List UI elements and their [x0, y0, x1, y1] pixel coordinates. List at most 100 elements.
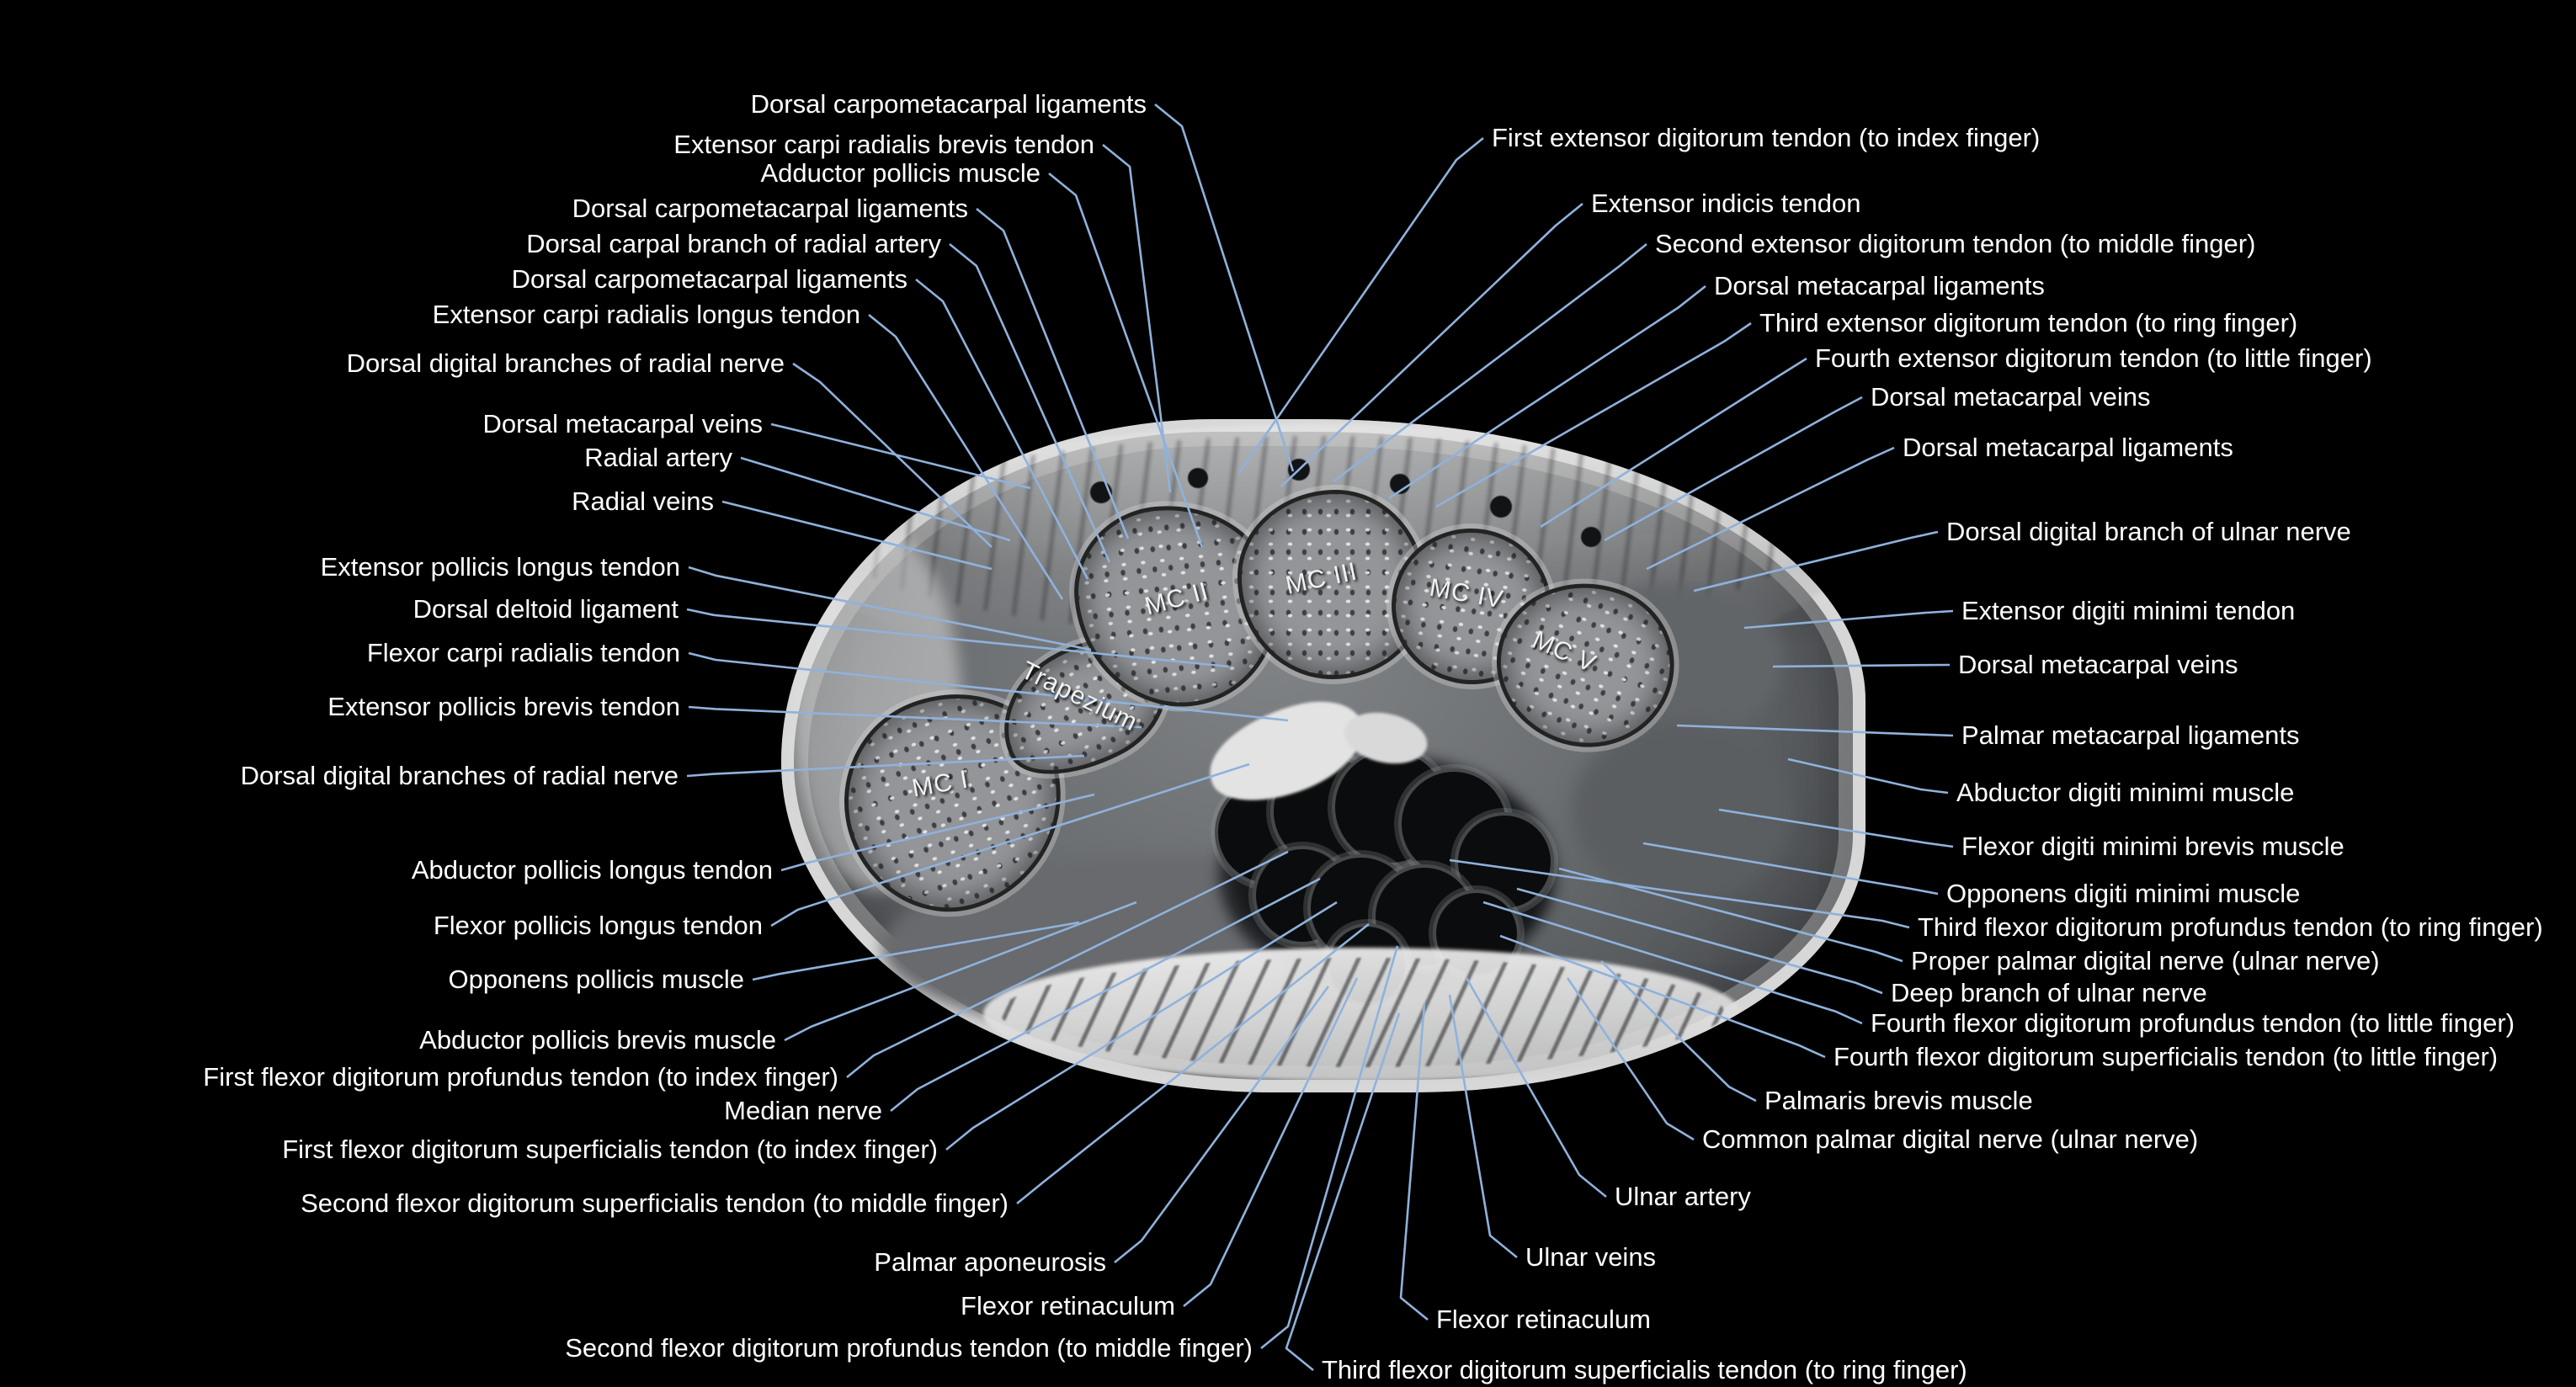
- anatomy-label-deep-branch-of-ulnar-nerve-right17: Deep branch of ulnar nerve: [1891, 978, 2207, 1007]
- leader-line-dorsal-carpometacarpal-ligaments-left0: [1154, 103, 1295, 472]
- leader-line-flexor-retinaculum-right24: [1399, 1002, 1429, 1321]
- leader-line-dorsal-metacarpal-veins-left8: [770, 422, 1031, 490]
- anatomy-label-common-palmar-digital-nerve-ulnar-nerve-right21: Common palmar digital nerve (ulnar nerve…: [1702, 1124, 2199, 1154]
- leader-line-extensor-indicis-tendon-right1: [1280, 202, 1583, 487]
- leader-line-dorsal-digital-branches-of-radial-nerve-left7: [792, 362, 993, 548]
- leader-line-second-extensor-digitorum-tendon-to-middle-finger-right2: [1333, 242, 1647, 483]
- anatomy-label-dorsal-carpometacarpal-ligaments-left5: Dorsal carpometacarpal ligaments: [511, 264, 907, 294]
- anatomy-label-flexor-carpi-radialis-tendon-left13: Flexor carpi radialis tendon: [366, 638, 680, 667]
- leader-line-ulnar-veins-right23: [1448, 994, 1518, 1259]
- anatomy-label-first-extensor-digitorum-tendon-to-index-finger-right0: First extensor digitorum tendon (to inde…: [1492, 123, 2041, 152]
- anatomy-label-extensor-indicis-tendon-right1: Extensor indicis tendon: [1591, 189, 1861, 218]
- anatomy-label-flexor-retinaculum-left25: Flexor retinaculum: [961, 1291, 1175, 1321]
- anatomy-label-second-flexor-digitorum-superficialis-tendon-to-middle-finger-left23: Second flexor digitorum superficialis te…: [301, 1188, 1009, 1218]
- mri-palmar-septa: [1000, 958, 1724, 1067]
- leader-line-opponens-pollicis-muscle-left18: [752, 921, 1080, 981]
- anatomy-label-abductor-pollicis-longus-tendon-left16: Abductor pollicis longus tendon: [411, 855, 773, 885]
- leader-line-dorsal-carpal-branch-of-radial-artery-left4: [949, 242, 1111, 563]
- anatomy-label-dorsal-deltoid-ligament-left12: Dorsal deltoid ligament: [412, 594, 679, 624]
- anatomy-label-dorsal-carpal-branch-of-radial-artery-left4: Dorsal carpal branch of radial artery: [526, 229, 941, 258]
- leader-line-fourth-flexor-digitorum-superficialis-tendon-to-little-finger-right19: [1499, 934, 1826, 1059]
- anatomy-label-flexor-digiti-minimi-brevis-muscle-right13: Flexor digiti minimi brevis muscle: [1961, 832, 2344, 861]
- anatomy-label-dorsal-metacarpal-veins-right10: Dorsal metacarpal veins: [1958, 650, 2238, 679]
- anatomy-label-extensor-pollicis-longus-tendon-left11: Extensor pollicis longus tendon: [320, 552, 680, 582]
- leader-line-flexor-digiti-minimi-brevis-muscle-right13: [1718, 808, 1954, 848]
- anatomy-label-dorsal-metacarpal-ligaments-right3: Dorsal metacarpal ligaments: [1714, 271, 2045, 300]
- leader-line-dorsal-metacarpal-ligaments-right7: [1646, 446, 1895, 571]
- leader-line-palmar-aponeurosis-left24: [1114, 986, 1330, 1264]
- mri-cross-section: [781, 419, 1865, 1092]
- anatomy-label-extensor-pollicis-brevis-tendon-left14: Extensor pollicis brevis tendon: [327, 692, 680, 721]
- anatomy-label-abductor-pollicis-brevis-muscle-left19: Abductor pollicis brevis muscle: [419, 1025, 776, 1055]
- leader-line-dorsal-deltoid-ligament-left12: [686, 608, 1230, 668]
- leader-line-extensor-digiti-minimi-tendon-right9: [1743, 609, 1954, 630]
- anatomy-label-dorsal-carpometacarpal-ligaments-left0: Dorsal carpometacarpal ligaments: [750, 89, 1147, 119]
- leader-line-dorsal-carpometacarpal-ligaments-left5: [915, 278, 1089, 580]
- anatomy-label-third-extensor-digitorum-tendon-to-ring-finger-right4: Third extensor digitorum tendon (to ring…: [1759, 308, 2298, 337]
- leader-line-extensor-carpi-radialis-brevis-tendon-left1: [1102, 143, 1172, 493]
- leader-line-radial-veins-left10: [721, 500, 993, 571]
- anatomy-label-adductor-pollicis-muscle-left2: Adductor pollicis muscle: [760, 158, 1041, 188]
- anatomy-label-median-nerve-left21: Median nerve: [724, 1096, 882, 1125]
- mri-hypothenar-muscle-region-2: [1573, 722, 1791, 899]
- leader-line-adductor-pollicis-muscle-left2: [1048, 172, 1204, 548]
- anatomy-label-fourth-flexor-digitorum-profundus-tendon-to-little-finger-right18: Fourth flexor digitorum profundus tendon…: [1871, 1008, 2515, 1038]
- anatomy-label-dorsal-metacarpal-ligaments-right7: Dorsal metacarpal ligaments: [1903, 433, 2233, 462]
- leader-line-palmaris-brevis-muscle-right20: [1600, 960, 1757, 1103]
- leader-line-abductor-digiti-minimi-muscle-right12: [1787, 757, 1949, 794]
- leader-line-common-palmar-digital-nerve-ulnar-nerve-right21: [1566, 977, 1695, 1141]
- leader-line-palmar-metacarpal-ligaments-right11: [1676, 724, 1954, 737]
- anatomy-label-first-flexor-digitorum-superficialis-tendon-to-index-finger-left22: First flexor digitorum superficialis ten…: [282, 1135, 938, 1164]
- anatomy-label-dorsal-digital-branches-of-radial-nerve-left7: Dorsal digital branches of radial nerve: [346, 348, 785, 378]
- anatomy-label-ulnar-artery-right22: Ulnar artery: [1615, 1182, 1751, 1211]
- anatomy-label-extensor-digiti-minimi-tendon-right9: Extensor digiti minimi tendon: [1961, 596, 2296, 625]
- leader-line-dorsal-metacarpal-veins-right6: [1604, 396, 1863, 542]
- mri-texture-blob: [1581, 527, 1601, 547]
- leader-line-first-extensor-digitorum-tendon-to-index-finger-right0: [1237, 136, 1484, 474]
- anatomy-label-ulnar-veins-right23: Ulnar veins: [1525, 1242, 1657, 1272]
- anatomy-label-opponens-pollicis-muscle-left18: Opponens pollicis muscle: [448, 965, 744, 994]
- anatomy-label-dorsal-carpometacarpal-ligaments-left3: Dorsal carpometacarpal ligaments: [572, 194, 968, 223]
- leader-line-median-nerve-left21: [890, 877, 1321, 1113]
- leader-line-dorsal-digital-branches-of-radial-nerve-left15: [686, 754, 1085, 778]
- leader-line-dorsal-digital-branch-of-ulnar-nerve-right8: [1693, 530, 1939, 593]
- anatomy-label-extensor-carpi-radialis-brevis-tendon-left1: Extensor carpi radialis brevis tendon: [673, 130, 1094, 159]
- leader-line-dorsal-carpometacarpal-ligaments-left3: [976, 207, 1130, 539]
- anatomy-label-flexor-retinaculum-right24: Flexor retinaculum: [1436, 1305, 1651, 1334]
- anatomy-label-second-flexor-digitorum-profundus-tendon-to-middle-finger-left26: Second flexor digitorum profundus tendon…: [565, 1333, 1253, 1363]
- leader-line-second-flexor-digitorum-superficialis-tendon-to-middle-finger-left23: [1016, 922, 1370, 1205]
- leader-line-extensor-carpi-radialis-longus-tendon-left6: [868, 313, 1064, 600]
- leader-line-third-flexor-digitorum-profundus-tendon-to-ring-finger-right15: [1449, 858, 1910, 929]
- leader-line-flexor-carpi-radialis-tendon-left13: [688, 651, 1289, 722]
- anatomy-label-fourth-flexor-digitorum-superficialis-tendon-to-little-finger-right19: Fourth flexor digitorum superficialis te…: [1834, 1042, 2499, 1071]
- anatomy-label-third-flexor-digitorum-superficialis-tendon-to-ring-finger-right25: Third flexor digitorum superficialis ten…: [1322, 1355, 1967, 1384]
- leader-line-radial-artery-left9: [740, 456, 1011, 542]
- anatomy-label-palmaris-brevis-muscle-right20: Palmaris brevis muscle: [1764, 1086, 2033, 1115]
- leader-line-first-flexor-digitorum-superficialis-tendon-to-index-finger-left22: [945, 901, 1338, 1151]
- leader-line-third-extensor-digitorum-tendon-to-ring-finger-right4: [1435, 322, 1752, 508]
- leader-line-ulnar-artery-right22: [1465, 977, 1607, 1198]
- anatomy-label-dorsal-metacarpal-veins-right6: Dorsal metacarpal veins: [1871, 382, 2151, 412]
- mri-texture-blob: [1490, 496, 1512, 518]
- leader-line-fourth-extensor-digitorum-tendon-to-little-finger-right5: [1540, 357, 1807, 529]
- leader-line-first-flexor-digitorum-profundus-tendon-to-index-finger-left20: [846, 850, 1289, 1079]
- leader-line-third-flexor-digitorum-superficialis-tendon-to-ring-finger-right25: [1285, 1012, 1401, 1372]
- leader-line-flexor-pollicis-longus-tendon-left17: [770, 763, 1250, 927]
- anatomy-label-opponens-digiti-minimi-muscle-right14: Opponens digiti minimi muscle: [1946, 879, 2301, 908]
- leader-line-opponens-digiti-minimi-muscle-right14: [1642, 842, 1939, 895]
- leader-line-proper-palmar-digital-nerve-ulnar-nerve-right16: [1558, 867, 1903, 963]
- anatomy-label-dorsal-metacarpal-veins-left8: Dorsal metacarpal veins: [482, 409, 763, 438]
- anatomy-label-abductor-digiti-minimi-muscle-right12: Abductor digiti minimi muscle: [1956, 778, 2295, 807]
- anatomy-label-first-flexor-digitorum-profundus-tendon-to-index-finger-left20: First flexor digitorum profundus tendon …: [203, 1062, 838, 1092]
- leader-line-abductor-pollicis-brevis-muscle-left19: [784, 901, 1137, 1042]
- leader-line-flexor-retinaculum-left25: [1183, 977, 1359, 1308]
- leader-line-dorsal-metacarpal-veins-right10: [1772, 663, 1951, 668]
- leader-line-second-flexor-digitorum-profundus-tendon-to-middle-finger-left26: [1260, 945, 1399, 1350]
- leader-line-dorsal-metacarpal-ligaments-right3: [1388, 284, 1706, 500]
- anatomy-label-dorsal-digital-branches-of-radial-nerve-left15: Dorsal digital branches of radial nerve: [240, 761, 679, 790]
- anatomy-label-dorsal-digital-branch-of-ulnar-nerve-right8: Dorsal digital branch of ulnar nerve: [1946, 517, 2351, 546]
- anatomy-label-palmar-metacarpal-ligaments-right11: Palmar metacarpal ligaments: [1961, 720, 2300, 750]
- anatomy-label-proper-palmar-digital-nerve-ulnar-nerve-right16: Proper palmar digital nerve (ulnar nerve…: [1911, 946, 2380, 975]
